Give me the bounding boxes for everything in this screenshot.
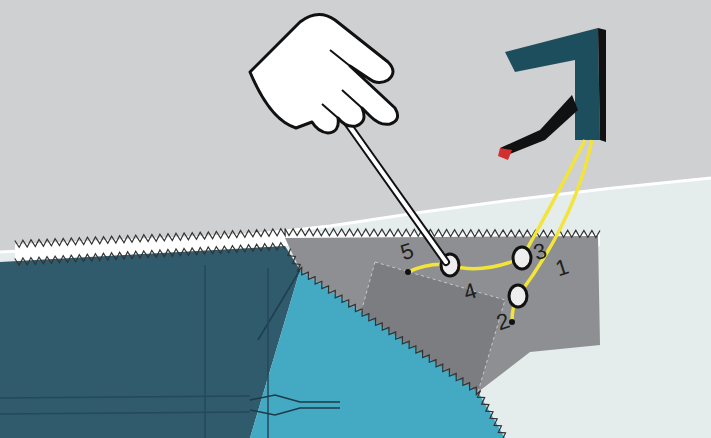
flap-seam <box>258 270 300 340</box>
bag-body <box>0 246 300 438</box>
pointer-stick <box>338 110 446 262</box>
bag-strap-lines <box>0 265 268 438</box>
zipper-line <box>15 229 600 248</box>
strap-buckle <box>250 395 340 415</box>
hand <box>250 14 398 133</box>
strap-tip <box>498 148 512 160</box>
strap-tail <box>500 95 578 156</box>
grommet <box>509 285 527 307</box>
strap-edge <box>598 28 606 142</box>
grommet <box>513 247 531 269</box>
bag-flap <box>250 270 505 438</box>
zipper-line <box>288 249 506 438</box>
cord-end <box>405 269 411 275</box>
pointer-stick <box>338 110 446 262</box>
finger-lines <box>322 50 362 118</box>
zipper-line <box>15 243 285 266</box>
lid-surface <box>0 0 711 252</box>
